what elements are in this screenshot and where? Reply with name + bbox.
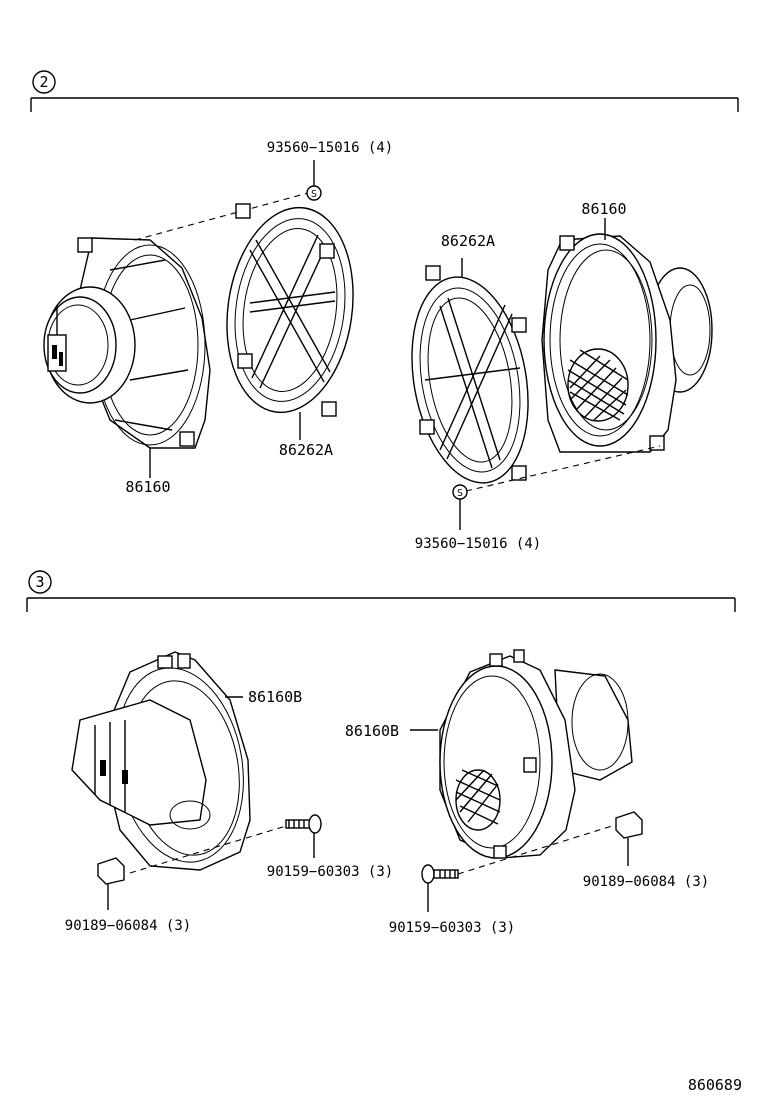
label-bracket-86262A-left: 86262A xyxy=(279,441,333,459)
speaker-86160B-right xyxy=(410,649,633,859)
screw-symbol-top: S xyxy=(306,185,322,201)
screw-symbol-bottom: S xyxy=(452,484,468,500)
speaker-grille-mesh xyxy=(567,348,629,422)
nut-90189-left xyxy=(97,857,125,910)
figure-code: 860689 xyxy=(688,1076,742,1094)
label-speaker-86160-left: 86160 xyxy=(125,478,170,496)
speaker-86160B-left xyxy=(71,651,251,871)
speaker-grille-mesh-b xyxy=(455,769,501,831)
speaker-86160-right xyxy=(541,218,713,453)
label-screw-bottom: 93560−15016 (4) xyxy=(415,536,541,552)
speaker-86160-left xyxy=(43,237,211,478)
label-screw-top: 93560−15016 (4) xyxy=(267,140,393,156)
label-speaker-86160-right: 86160 xyxy=(581,200,626,218)
label-bolt-right: 90159−60303 (3) xyxy=(389,920,515,936)
svg-text:S: S xyxy=(457,488,463,499)
label-speaker-86160B-right: 86160B xyxy=(345,722,399,740)
bracket-86262A-right xyxy=(411,258,529,484)
bolt-90159-right xyxy=(421,864,459,912)
label-nut-left: 90189−06084 (3) xyxy=(65,918,191,934)
section-3-number: 3 xyxy=(35,573,44,591)
bracket-86262A-left xyxy=(226,203,354,440)
section-2-number: 2 xyxy=(39,73,48,91)
nut-90189-right xyxy=(615,811,643,866)
label-speaker-86160B-left: 86160B xyxy=(248,688,302,706)
bolt-90159-left xyxy=(285,814,322,858)
label-bracket-86262A-right: 86262A xyxy=(441,232,495,250)
section-3-header: 3 xyxy=(26,570,736,612)
label-bolt-left: 90159−60303 (3) xyxy=(267,864,393,880)
section-2-header: 2 xyxy=(30,70,739,112)
label-nut-right: 90189−06084 (3) xyxy=(583,874,709,890)
svg-text:S: S xyxy=(311,189,317,200)
